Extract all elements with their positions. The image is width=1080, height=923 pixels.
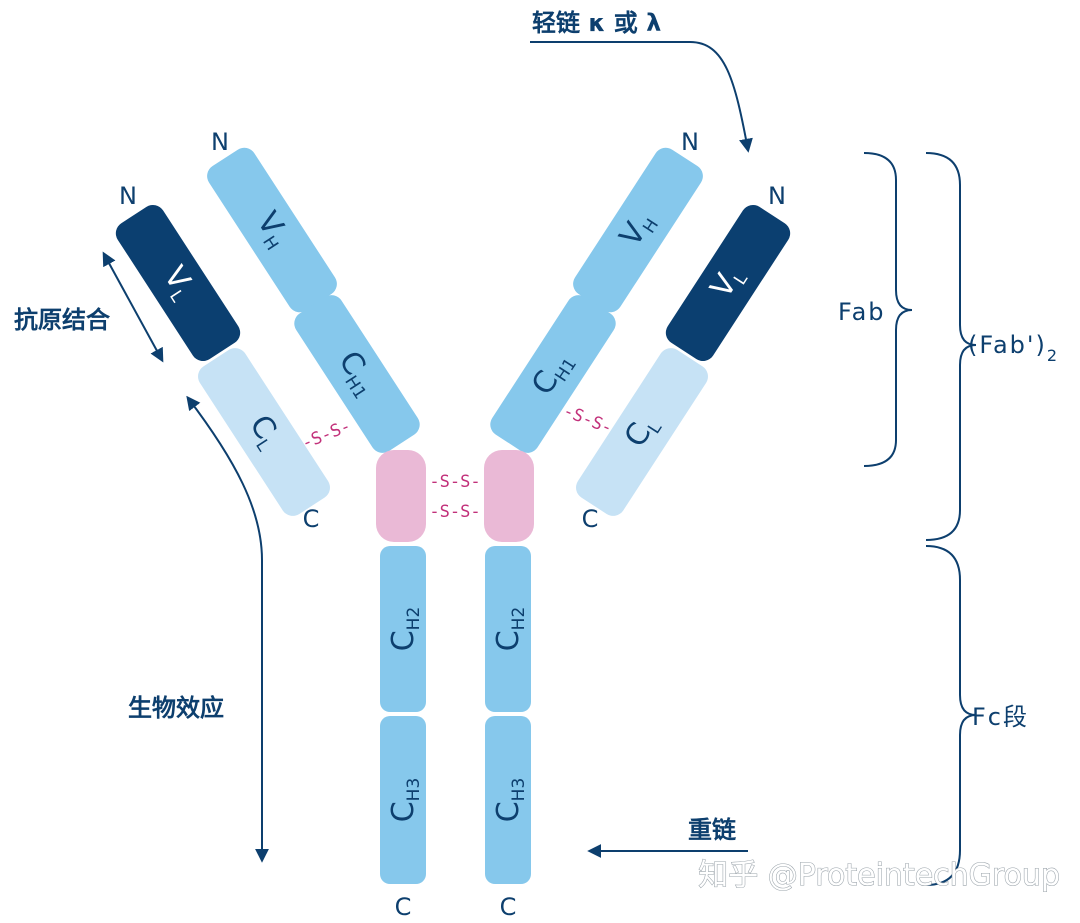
ch3-left-domain: CH3	[380, 716, 426, 884]
n-terminus-vl-left: N	[119, 182, 137, 210]
ch1-right-domain: CH1	[490, 295, 616, 453]
hinge-region	[376, 450, 534, 542]
heavy-chain-label: 重链	[688, 816, 737, 844]
ch3-left-label: CH3	[386, 778, 424, 823]
n-terminus-vh-left: N	[211, 128, 229, 156]
watermark-text: 知乎 @ProteintechGroup	[698, 858, 1060, 893]
fragment-braces: Fab (Fab')2 Fc段	[838, 152, 1059, 886]
heavy-chain-left-arm: VH CH1	[207, 147, 420, 453]
ch2-right-block	[485, 546, 531, 712]
ch2-left-label: CH2	[386, 607, 424, 652]
ch3-right-block	[485, 716, 531, 884]
antigen-binding-label: 抗原结合	[14, 306, 111, 334]
fab2-label: (Fab')2	[968, 331, 1059, 365]
fc-label: Fc段	[972, 703, 1029, 731]
ch3-right-domain: CH3	[485, 716, 531, 884]
antigen-binding-arrow	[102, 251, 164, 363]
disulfide-hinge-1: -S-S-	[429, 472, 480, 492]
effector-function-label: 生物效应	[128, 694, 224, 722]
effector-function-arrow	[186, 395, 269, 863]
ch3-right-label: CH3	[491, 778, 529, 823]
vh-right-block	[573, 147, 703, 313]
terminal-labels: N N N N C C C C	[119, 128, 786, 921]
ch3-left-block	[380, 716, 426, 884]
ch2-right-domain: CH2	[485, 546, 531, 712]
ch2-right-label: CH2	[491, 607, 529, 652]
vl-right-block	[665, 204, 791, 362]
cl-right-domain: CL	[576, 348, 708, 516]
hinge-right	[484, 450, 534, 542]
fab2-brace	[925, 152, 977, 541]
light-chain-label: 轻链 κ 或 λ	[532, 9, 661, 37]
ch2-left-block	[380, 546, 426, 712]
disulfide-right-light-heavy: -S-S-	[560, 401, 615, 439]
c-terminus-cl-right: C	[582, 505, 599, 533]
hinge-left	[376, 450, 426, 542]
c-terminus-heavy-left: C	[395, 893, 412, 921]
n-terminus-vl-right: N	[768, 182, 786, 210]
heavy-chain-right-arm: VH CH1	[490, 147, 703, 453]
vh-left-block	[207, 147, 337, 313]
ch1-left-domain: CH1	[294, 295, 420, 453]
vh-left-domain: VH	[207, 147, 337, 313]
fab-brace	[863, 152, 913, 467]
vl-right-domain: VL	[665, 204, 791, 362]
vl-left-domain: VL	[115, 204, 241, 362]
c-terminus-heavy-right: C	[500, 893, 517, 921]
cl-right-block	[576, 348, 708, 516]
ch2-left-domain: CH2	[380, 546, 426, 712]
vh-right-domain: VH	[573, 147, 703, 313]
annotations: 轻链 κ 或 λ 抗原结合 生物效应 重链	[14, 9, 753, 863]
disulfide-bonds: -S-S- -S-S- -S-S- -S-S-	[299, 401, 615, 522]
c-terminus-cl-left: C	[303, 505, 320, 533]
disulfide-left-light-heavy: -S-S-	[299, 416, 354, 454]
vl-left-block	[115, 204, 241, 362]
fc-brace	[925, 545, 977, 886]
n-terminus-vh-right: N	[681, 128, 699, 156]
ch1-left-block	[294, 295, 420, 453]
ch1-right-block	[490, 295, 616, 453]
light-chain-right: VL CL	[576, 204, 791, 516]
fc-stem: CH2 CH3 CH2 CH3	[380, 546, 531, 884]
light-chain-arrow	[530, 41, 753, 153]
fab-label: Fab	[838, 298, 886, 326]
disulfide-hinge-2: -S-S-	[429, 502, 480, 522]
